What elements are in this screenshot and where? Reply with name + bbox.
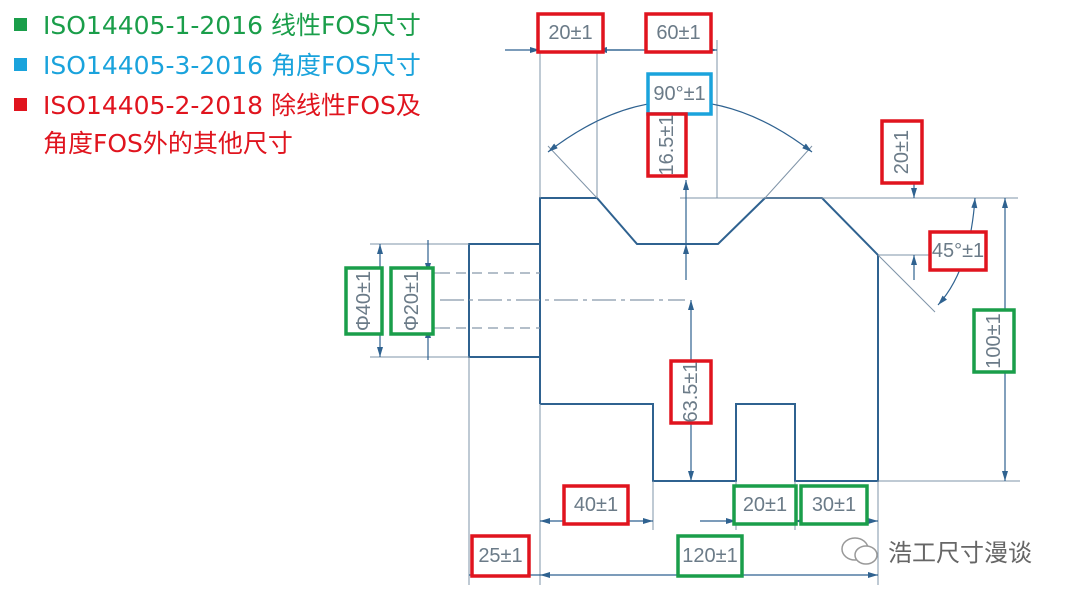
- blue-square-icon: [14, 57, 27, 71]
- legend: ISO14405-1-2016 线性FOS尺寸 ISO14405-3-2016 …: [10, 4, 421, 164]
- legend-item-linear: ISO14405-1-2016 线性FOS尺寸: [10, 4, 421, 44]
- legend-text: ISO14405-2-2018 除线性FOS及: [43, 91, 421, 120]
- dimension-box-other: [646, 112, 688, 178]
- dimension-box-other: [928, 230, 988, 272]
- dimension-label: 45°±1: [928, 230, 988, 272]
- dimension-label: 16.5±1: [646, 112, 688, 178]
- dimension-box-linear: [389, 266, 435, 336]
- dimension-label: 20±1: [732, 484, 798, 526]
- dimension-value: 63.5±1: [680, 361, 702, 422]
- legend-item-angular: ISO14405-3-2016 角度FOS尺寸: [10, 44, 421, 84]
- dimension-box-other: [562, 484, 630, 526]
- dimension-box-other: [880, 119, 924, 185]
- dimension-label: 20±1: [880, 119, 924, 185]
- dimension-value: 120±1: [682, 545, 737, 567]
- dimension-value: 60±1: [656, 22, 700, 44]
- legend-text-continuation: 角度FOS外的其他尺寸: [43, 129, 293, 158]
- dimension-label: 100±1: [972, 308, 1016, 374]
- red-square-icon: [14, 97, 27, 111]
- dimension-label: Φ20±1: [389, 266, 435, 336]
- dimension-box-linear: [676, 534, 744, 578]
- dimension-value: 20±1: [891, 130, 913, 174]
- dimension-label: 25±1: [470, 534, 531, 578]
- dimension-label: 63.5±1: [669, 359, 713, 425]
- dimension-label: 60±1: [644, 12, 713, 54]
- dimension-label: 20±1: [536, 12, 605, 54]
- part-outline: [468, 197, 879, 482]
- dimension-value: 90°±1: [653, 83, 705, 105]
- dimension-label: 90°±1: [646, 72, 713, 116]
- legend-text: ISO14405-1-2016 线性FOS尺寸: [43, 11, 421, 40]
- legend-text: ISO14405-3-2016 角度FOS尺寸: [43, 51, 421, 80]
- dimension-box-linear: [799, 484, 869, 526]
- green-square-icon: [14, 17, 27, 31]
- dimension-value: 20±1: [743, 494, 787, 516]
- dimension-box-other: [536, 12, 605, 54]
- dimension-value: 20±1: [548, 22, 592, 44]
- legend-item-other: ISO14405-2-2018 除线性FOS及: [10, 84, 421, 124]
- dimension-label: 30±1: [799, 484, 869, 526]
- dimension-value: 30±1: [812, 494, 856, 516]
- dimension-box-other: [644, 12, 713, 54]
- dimension-box-linear: [732, 484, 798, 526]
- dimension-value: 45°±1: [932, 240, 984, 262]
- dimension-box-other: [470, 534, 531, 578]
- dimension-value: Φ40±1: [353, 271, 375, 331]
- dimension-label: 40±1: [562, 484, 630, 526]
- dimension-box-linear: [972, 308, 1016, 374]
- dimension-value: 100±1: [983, 313, 1005, 368]
- wechat-icon: [841, 536, 878, 565]
- dimension-value: 16.5±1: [656, 114, 678, 175]
- dimension-box-other: [669, 359, 713, 425]
- dimension-value: Φ20±1: [401, 271, 423, 331]
- watermark-text: 浩工尺寸漫谈: [888, 539, 1032, 567]
- hidden-lines: [440, 272, 685, 329]
- dimension-value: 25±1: [478, 545, 522, 567]
- watermark: 浩工尺寸漫谈: [838, 533, 1032, 568]
- dimension-label: Φ40±1: [344, 266, 384, 336]
- dimension-box-linear: [344, 266, 384, 336]
- dimension-label: 120±1: [676, 534, 744, 578]
- dimension-value: 40±1: [574, 494, 618, 516]
